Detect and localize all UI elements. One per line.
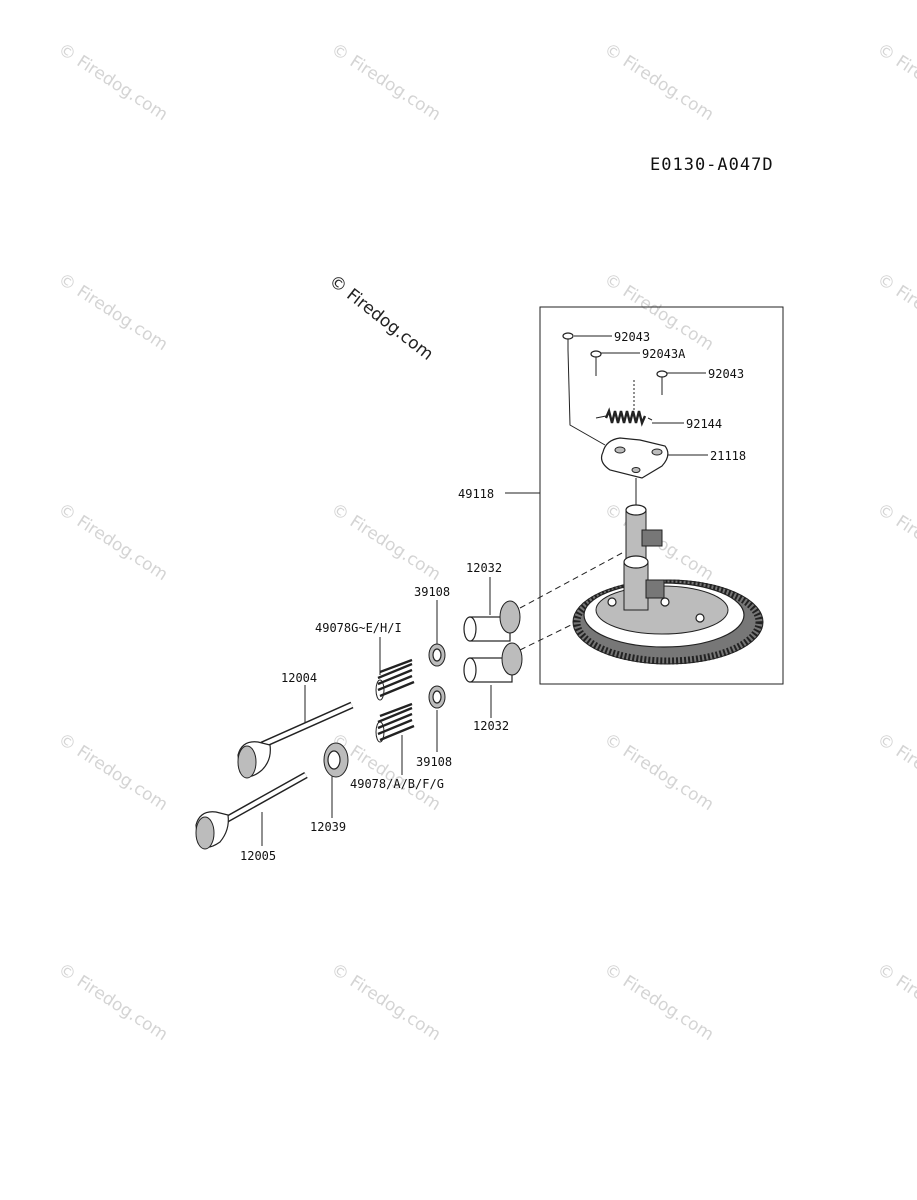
watermark: © Firedog.com: [54, 729, 171, 815]
valve-12004: [237, 701, 354, 779]
label-12032-top: 12032: [466, 561, 502, 575]
watermark: © Firedog.com: [873, 959, 917, 1045]
watermark-layer: © Firedog.com © Firedog.com © Firedog.co…: [54, 39, 917, 1045]
diagram-code: E0130-A047D: [650, 155, 774, 175]
weight-plate-21118: [600, 437, 669, 505]
watermark: © Firedog.com: [873, 269, 917, 355]
bolt-92043-top: [562, 332, 606, 446]
watermark: © Firedog.com: [327, 499, 444, 585]
label-39108-bottom: 39108: [416, 755, 452, 769]
part-labels: 92043 92043A 92043 92144 21118 49118 120…: [240, 330, 746, 863]
retainer-39108-bottom: [428, 685, 446, 709]
watermark: © Firedog.com: [873, 729, 917, 815]
seal-12039: [323, 742, 349, 778]
valve-spring-49078G: [375, 658, 415, 701]
watermark: © Firedog.com: [873, 499, 917, 585]
watermark: © Firedog.com: [873, 39, 917, 125]
watermark: © Firedog.com: [600, 729, 717, 815]
watermark: © Firedog.com: [54, 959, 171, 1045]
label-92043-top: 92043: [614, 330, 650, 344]
label-12039: 12039: [310, 820, 346, 834]
label-92043A: 92043A: [642, 347, 686, 361]
camshaft-gear: [572, 579, 764, 665]
watermark: © Firedog.com: [54, 499, 171, 585]
retainer-39108-top: [428, 643, 446, 667]
label-49118: 49118: [458, 487, 494, 501]
tappet-12032-top: [463, 600, 521, 642]
watermark: © Firedog.com: [54, 39, 171, 125]
gear-teeth: [573, 579, 763, 665]
valve-spring-49078: [375, 702, 415, 743]
label-92043-right: 92043: [708, 367, 744, 381]
bolt-92043A: [590, 350, 602, 376]
valve-12005: [195, 771, 308, 850]
label-12004: 12004: [281, 671, 317, 685]
tappet-12032-bottom: [463, 642, 523, 683]
watermark: © Firedog.com: [54, 269, 171, 355]
watermark: © Firedog.com: [327, 39, 444, 125]
camshaft-assembly-frame: [539, 306, 784, 685]
watermark: © Firedog.com: [600, 39, 717, 125]
copyright-notice: © Firedog.com: [325, 271, 437, 365]
camshaft: [623, 504, 665, 611]
label-12032-bottom: 12032: [473, 719, 509, 733]
bolt-92043-right: [656, 370, 668, 395]
watermark: © Firedog.com: [600, 959, 717, 1045]
label-92144: 92144: [686, 417, 722, 431]
spring-92144: [595, 407, 653, 427]
label-49078: 49078/A/B/F/G: [350, 777, 444, 791]
watermark: © Firedog.com: [327, 959, 444, 1045]
label-39108-top: 39108: [414, 585, 450, 599]
label-12005: 12005: [240, 849, 276, 863]
label-49078G: 49078G~E/H/I: [315, 621, 402, 635]
label-21118: 21118: [710, 449, 746, 463]
